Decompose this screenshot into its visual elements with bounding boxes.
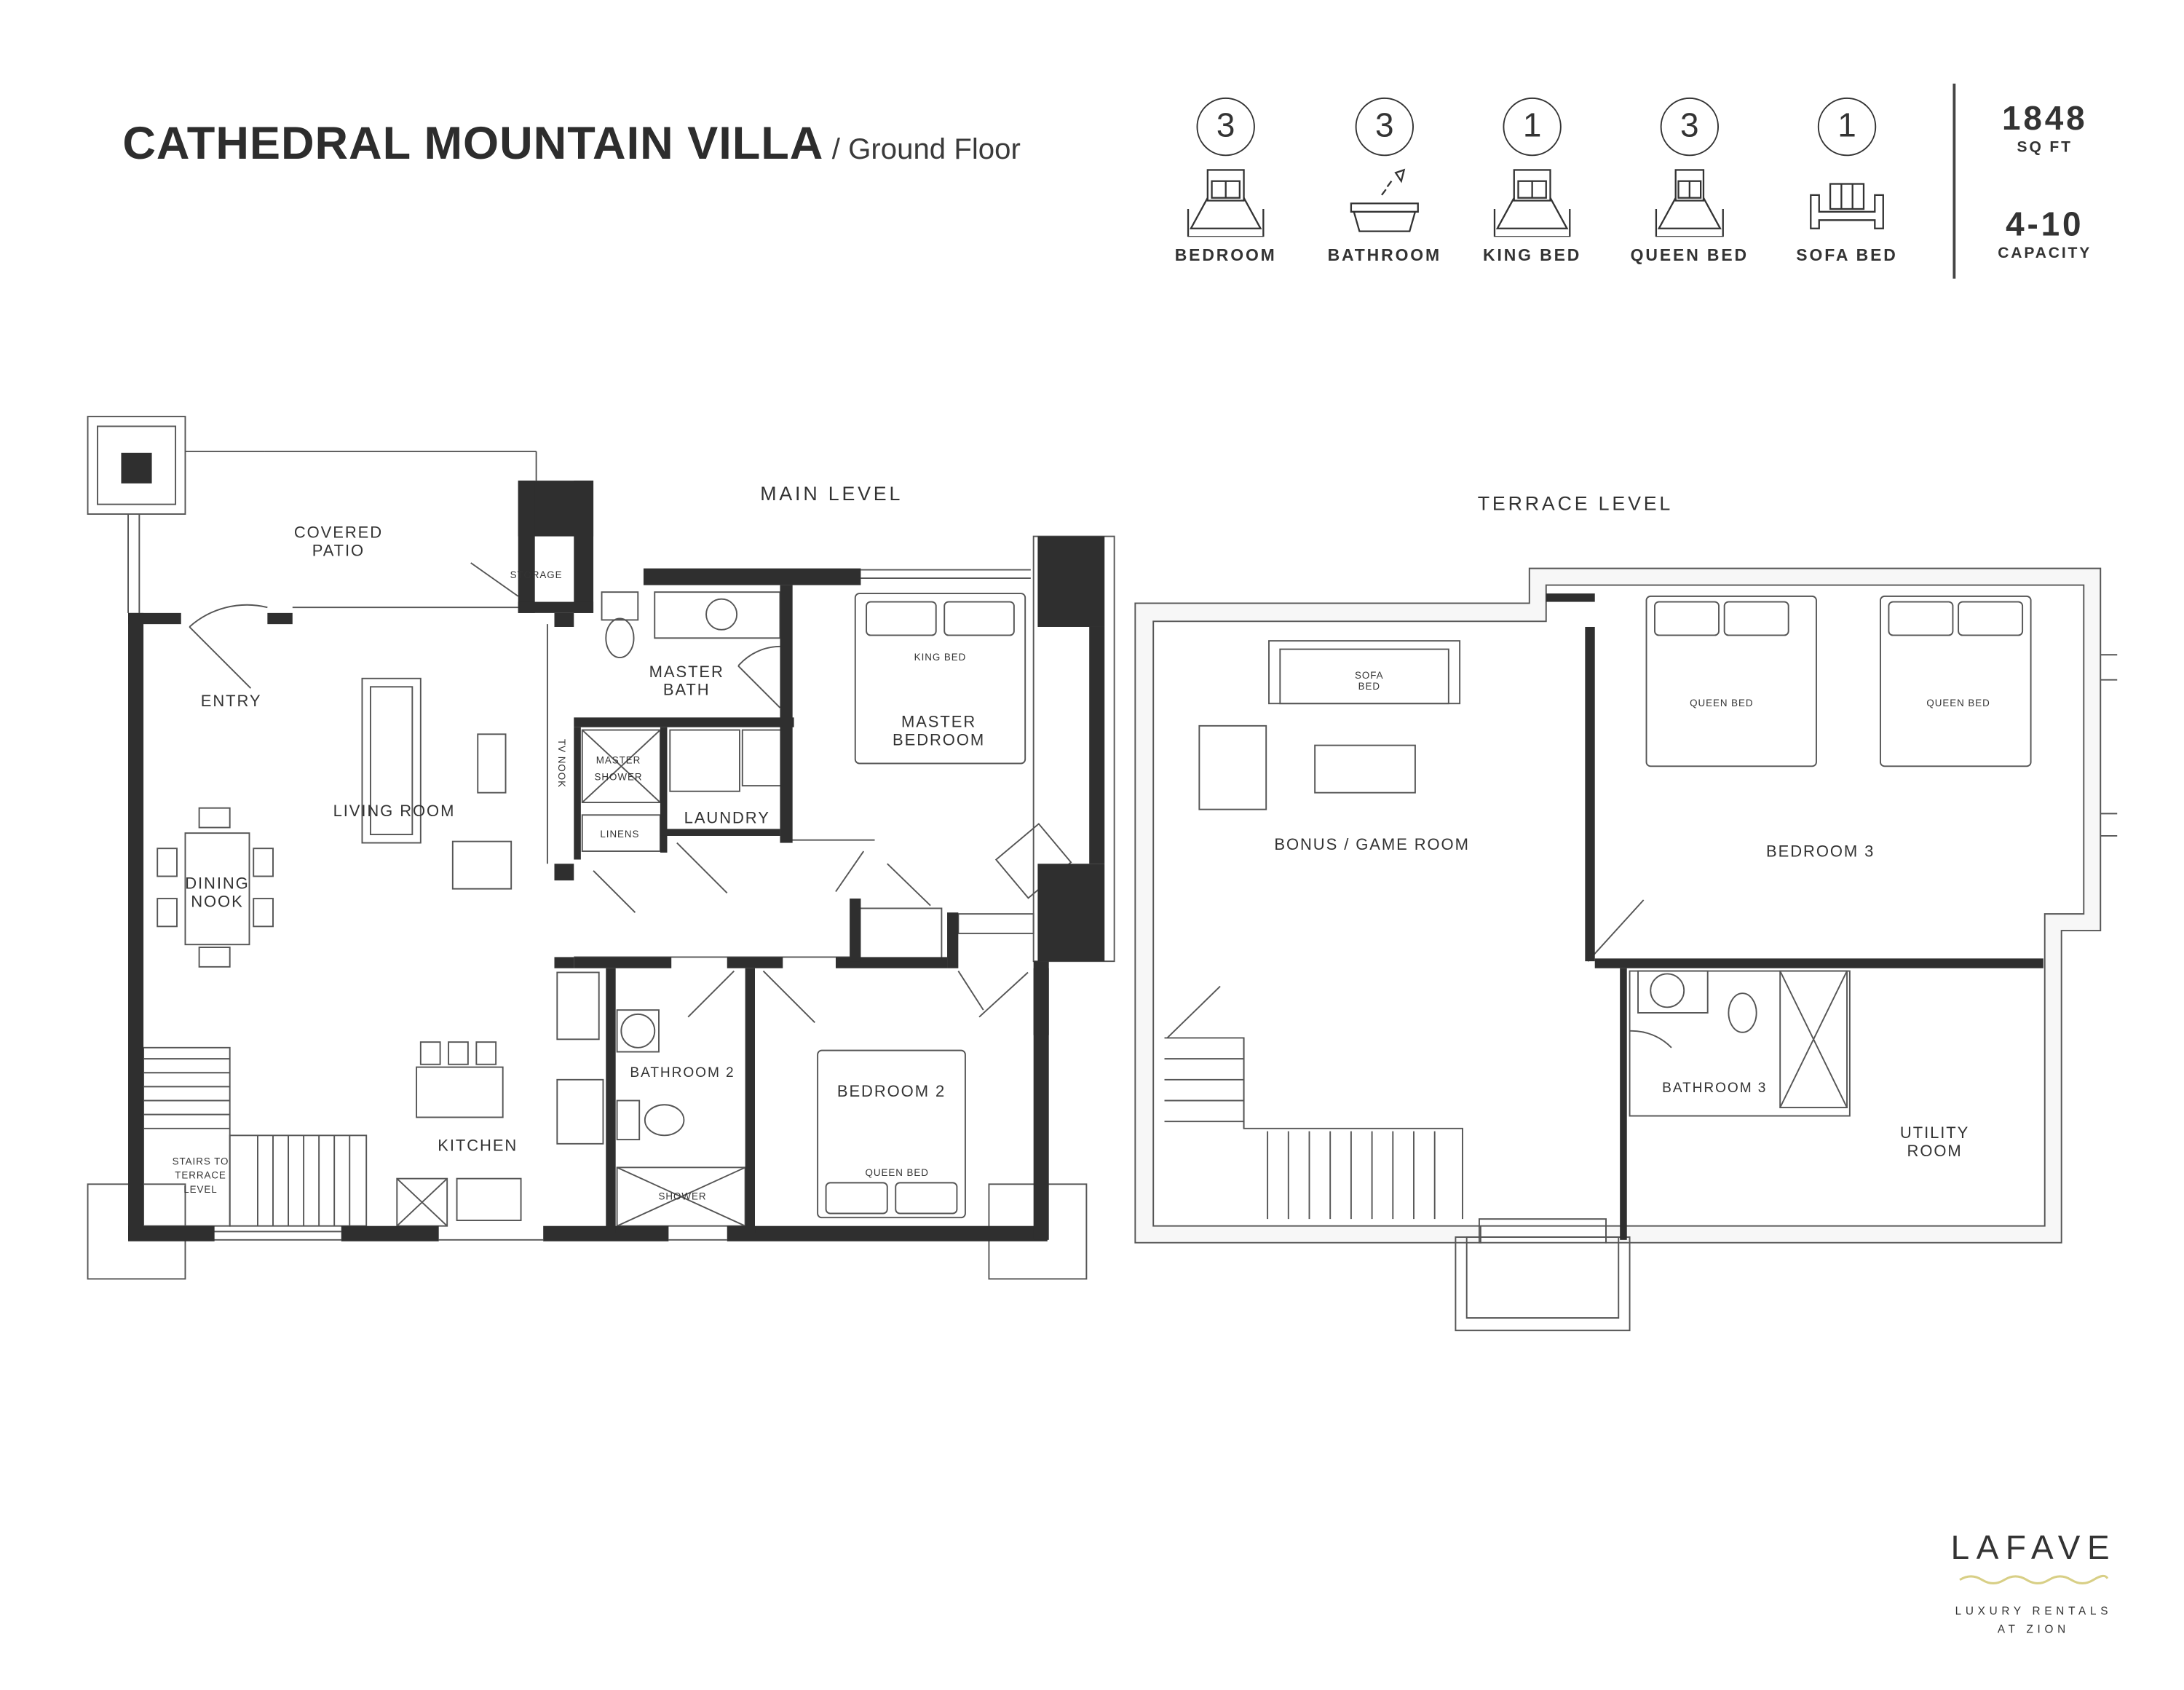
room-label-bedroom-2: BEDROOM 2 <box>837 1082 946 1100</box>
walls <box>121 452 1105 1241</box>
room-label-linens: LINENS <box>600 829 639 840</box>
stat-king-bed: 1 KING BED <box>1455 97 1608 265</box>
room-label-laundry: LAUNDRY <box>684 809 770 827</box>
room-label-stairs: TERRACE <box>175 1170 226 1181</box>
terrace-level-plan <box>1134 567 2118 1332</box>
room-label-dining-nook: NOOK <box>191 893 243 911</box>
lafave-logo: LAFAVE LUXURY RENTALS AT ZION <box>1922 1530 2145 1638</box>
sofa-bed-label: SOFA <box>1355 670 1384 681</box>
bed-icon <box>1655 169 1724 237</box>
room-label-covered-patio: COVERED <box>294 524 383 542</box>
bathtub-icon <box>1350 168 1419 232</box>
bed-icon <box>1493 169 1571 237</box>
room-label-covered-patio: PATIO <box>312 541 365 559</box>
page-title: CATHEDRAL MOUNTAIN VILLA/ Ground Floor <box>122 117 1021 170</box>
sofa-bed-label: BED <box>1358 681 1380 692</box>
room-label-utility-room: ROOM <box>1907 1142 1963 1160</box>
room-label-bonus-game-room: BONUS / GAME ROOM <box>1274 835 1469 853</box>
room-label-storage: STORAGE <box>510 569 563 580</box>
room-label-bedroom-3: BEDROOM 3 <box>1766 842 1875 861</box>
stat-label: BATHROOM <box>1327 245 1442 265</box>
count-badge: 3 <box>1355 97 1414 157</box>
bed-icon <box>1187 169 1265 237</box>
room-label-stairs: STAIRS TO <box>173 1156 229 1167</box>
room-label-living-room: LIVING ROOM <box>333 802 456 820</box>
divider <box>1952 83 1955 279</box>
area-value: 1848 <box>2001 100 2088 138</box>
floor-subtitle: / Ground Floor <box>831 133 1021 166</box>
logo-tagline: AT ZION <box>1997 1622 2070 1636</box>
room-label-master-shower: MASTER <box>596 754 641 765</box>
main-level-plan <box>87 416 1115 1280</box>
logo-tagline: LUXURY RENTALS <box>1955 1605 2113 1618</box>
bed-label: KING BED <box>914 652 967 663</box>
bed-label: QUEEN BED <box>1926 698 1990 708</box>
room-label-master-bath: BATH <box>663 681 711 699</box>
room-label-utility-room: UTILITY <box>1900 1124 1969 1142</box>
capacity-stat: 4-10 CAPACITY <box>1975 206 2114 262</box>
stat-bathroom: 3 BATHROOM <box>1308 97 1461 265</box>
main-level-title: MAIN LEVEL <box>760 483 903 505</box>
room-label-master-bath: MASTER <box>649 663 724 681</box>
stat-queen-bed: 3 QUEEN BED <box>1613 97 1766 265</box>
stat-bedroom: 3 BEDROOM <box>1149 97 1302 265</box>
sofa-icon <box>1810 183 1884 229</box>
capacity-label: CAPACITY <box>1998 245 2092 262</box>
room-label-entry: ENTRY <box>201 692 262 710</box>
terrace-level-title: TERRACE LEVEL <box>1478 492 1673 514</box>
room-label-master-bedroom: MASTER <box>901 713 976 731</box>
count-badge: 3 <box>1196 97 1255 157</box>
room-label-stairs: LEVEL <box>183 1184 217 1195</box>
room-label-master-shower: SHOWER <box>595 771 643 782</box>
logo-name: LAFAVE <box>1950 1529 2117 1568</box>
capacity-value: 4-10 <box>2006 206 2084 244</box>
bed-label: QUEEN BED <box>865 1167 928 1178</box>
room-label-tv-nook: TV NOOK <box>556 739 567 788</box>
count-badge: 1 <box>1817 97 1877 157</box>
count-badge: 3 <box>1660 97 1720 157</box>
area-unit: SQ FT <box>2017 139 2073 157</box>
room-label-kitchen: KITCHEN <box>438 1136 518 1154</box>
room-label-bathroom-2: BATHROOM 2 <box>630 1065 735 1081</box>
stat-label: QUEEN BED <box>1630 245 1749 265</box>
thin-lines <box>87 416 1115 1280</box>
count-badge: 1 <box>1503 97 1562 157</box>
wave-icon <box>1959 1574 2109 1584</box>
room-label-master-bedroom: BEDROOM <box>893 731 985 749</box>
room-label-bathroom-3: BATHROOM 3 <box>1662 1081 1767 1096</box>
bed-label: QUEEN BED <box>1690 698 1753 708</box>
stat-label: SOFA BED <box>1796 245 1898 265</box>
stat-sofa-bed: 1 SOFA BED <box>1770 97 1923 265</box>
stat-label: BEDROOM <box>1174 245 1277 265</box>
room-label-dining-nook: DINING <box>185 874 249 893</box>
stat-label: KING BED <box>1483 245 1582 265</box>
room-label-shower: SHOWER <box>659 1190 707 1201</box>
area-stat: 1848 SQ FT <box>1975 100 2114 157</box>
villa-name: CATHEDRAL MOUNTAIN VILLA <box>122 117 824 169</box>
